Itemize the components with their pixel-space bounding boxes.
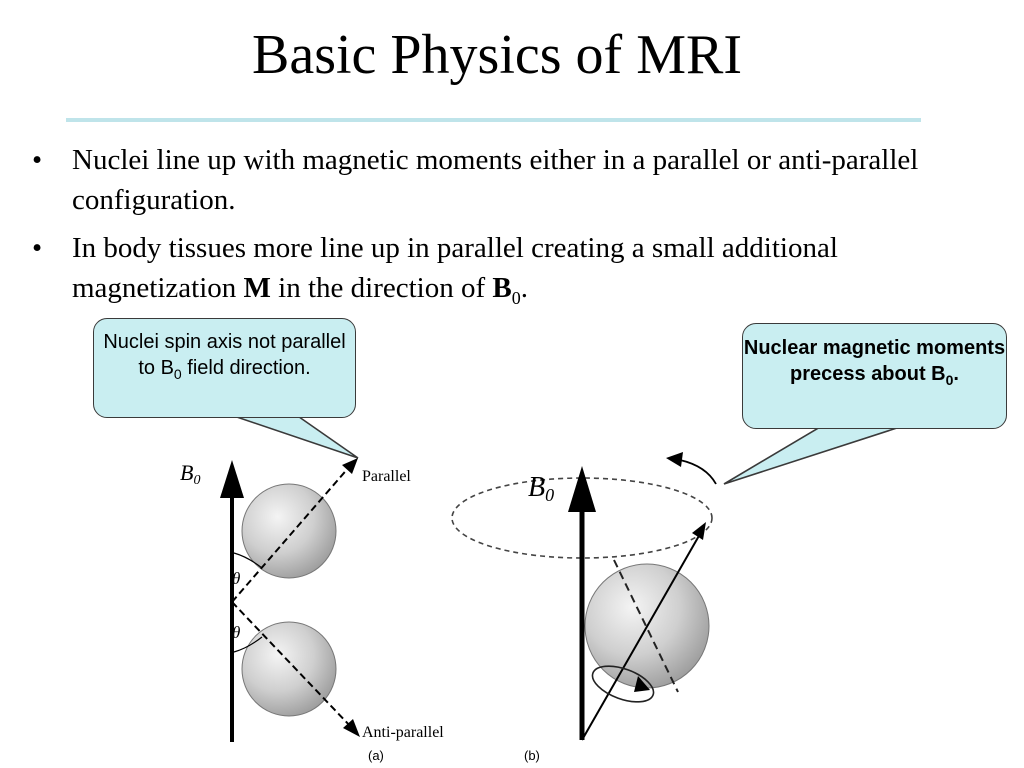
callout-left-tail: [221, 411, 359, 459]
bullet-text: .: [520, 272, 528, 304]
callout-subscript: 0: [945, 372, 954, 388]
anti-parallel-moment: [231, 601, 353, 729]
parallel-arrowhead: [342, 458, 358, 474]
spin-loop: [591, 665, 655, 703]
panel-b: B0 (b): [451, 452, 717, 763]
callout-text: field direction.: [181, 357, 311, 379]
parallel-moment: [231, 465, 351, 603]
b0-label-b: B0: [528, 472, 554, 505]
callout-text: .: [953, 363, 959, 385]
bullet-text: Nuclei line up with magnetic moments eit…: [72, 144, 919, 216]
angle-arc-upper: [233, 552, 263, 569]
b0-arrowhead-b: [568, 466, 596, 512]
nucleus-parallel: [241, 483, 337, 579]
slide-title: Basic Physics of MRI: [252, 24, 742, 86]
caption-b: (b): [524, 748, 540, 763]
anti-parallel-arrowhead: [343, 719, 360, 737]
b0-arrowhead-a: [220, 460, 244, 498]
field-subscript: 0: [511, 287, 521, 308]
bullet-list: • Nuclei line up with magnetic moments e…: [32, 140, 992, 316]
magnetization-symbol: M: [243, 272, 271, 304]
callout-text: Nuclear magnetic moments precess about B: [743, 337, 1006, 385]
bullet-item: • In body tissues more line up in parall…: [32, 228, 992, 308]
bullet-marker: •: [32, 232, 43, 264]
parallel-label: Parallel: [362, 468, 411, 485]
callout-text: Nuclei spin axis not parallel to B: [103, 331, 346, 379]
b0-label-a: B0: [180, 460, 200, 488]
bullet-text: In body tissues more line up in parallel…: [72, 232, 838, 304]
callout-spin-axis: Nuclei spin axis not parallel to B0 fiel…: [93, 318, 356, 418]
moment-arrowhead: [692, 522, 706, 540]
bullet-item: • Nuclei line up with magnetic moments e…: [32, 140, 992, 220]
bullet-text: in the direction of: [270, 272, 493, 304]
spin-arrowhead: [634, 676, 650, 692]
theta-label-upper: θ: [232, 569, 240, 588]
precession-direction-arc: [679, 459, 717, 485]
anti-parallel-label: Anti-parallel: [362, 724, 444, 741]
panel-a: B0 Parallel Anti-parallel θ θ (a): [180, 458, 444, 763]
title-divider: [66, 118, 921, 122]
theta-label-lower: θ: [232, 623, 240, 642]
field-symbol: B: [492, 272, 512, 304]
bullet-marker: •: [32, 144, 43, 176]
caption-a: (a): [368, 748, 384, 763]
angle-arc-lower: [233, 636, 263, 653]
spin-axis: [613, 559, 679, 693]
precession-arrowhead: [666, 452, 683, 467]
callout-precession: Nuclear magnetic moments precess about B…: [742, 323, 1007, 429]
nucleus-anti-parallel: [241, 621, 337, 717]
magnetic-moment-vector: [581, 533, 701, 741]
precession-path: [451, 477, 713, 559]
callout-right-tail: [723, 426, 901, 485]
callout-subscript: 0: [173, 366, 182, 382]
